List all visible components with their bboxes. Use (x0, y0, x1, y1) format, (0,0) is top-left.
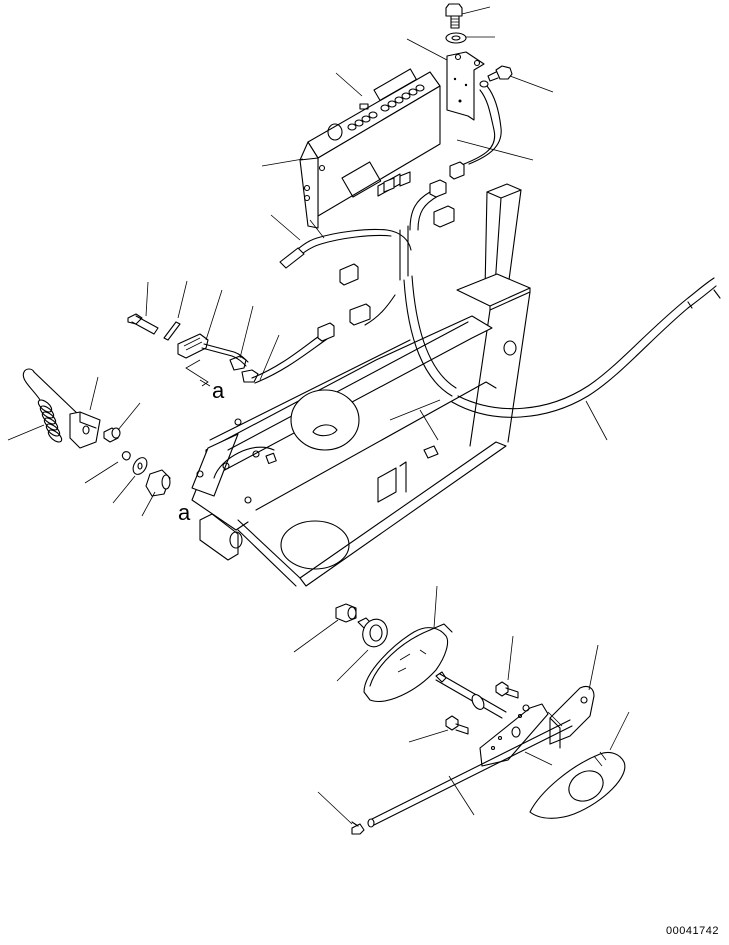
snap-ring (84, 451, 131, 484)
drawing-number: 00041742 (666, 925, 719, 937)
curved-tube (403, 275, 721, 441)
switch-assembly (177, 289, 280, 387)
reference-label-a-upper: a (212, 378, 225, 403)
monitor-panel (261, 68, 441, 229)
screw (317, 791, 365, 835)
lower-bolt-1 (495, 635, 519, 699)
pedal-cover (363, 585, 453, 702)
linkage-plate (479, 703, 549, 767)
pivot-pin (127, 281, 159, 335)
console-frame (191, 315, 507, 587)
cotter-pin (163, 280, 188, 341)
lower-bushing (293, 603, 357, 653)
reference-label-a-lower: a (178, 500, 191, 525)
bushing (141, 469, 171, 517)
wire-harness (251, 85, 534, 384)
cover-boot (524, 711, 630, 819)
spring-clip-block (69, 376, 101, 449)
side-bolt (479, 65, 554, 93)
return-spring (7, 368, 81, 443)
lower-bolt-2 (408, 715, 469, 743)
rod (367, 719, 573, 828)
top-bolt (445, 3, 491, 29)
mounting-bracket (406, 38, 485, 121)
flanged-bushing (336, 617, 388, 682)
bracket-clip (547, 644, 599, 749)
plain-washer (112, 457, 148, 504)
connectors (317, 161, 465, 342)
small-bolt (103, 402, 141, 443)
top-washer (445, 32, 495, 44)
lever-tower (456, 183, 531, 447)
shaft (435, 671, 507, 719)
